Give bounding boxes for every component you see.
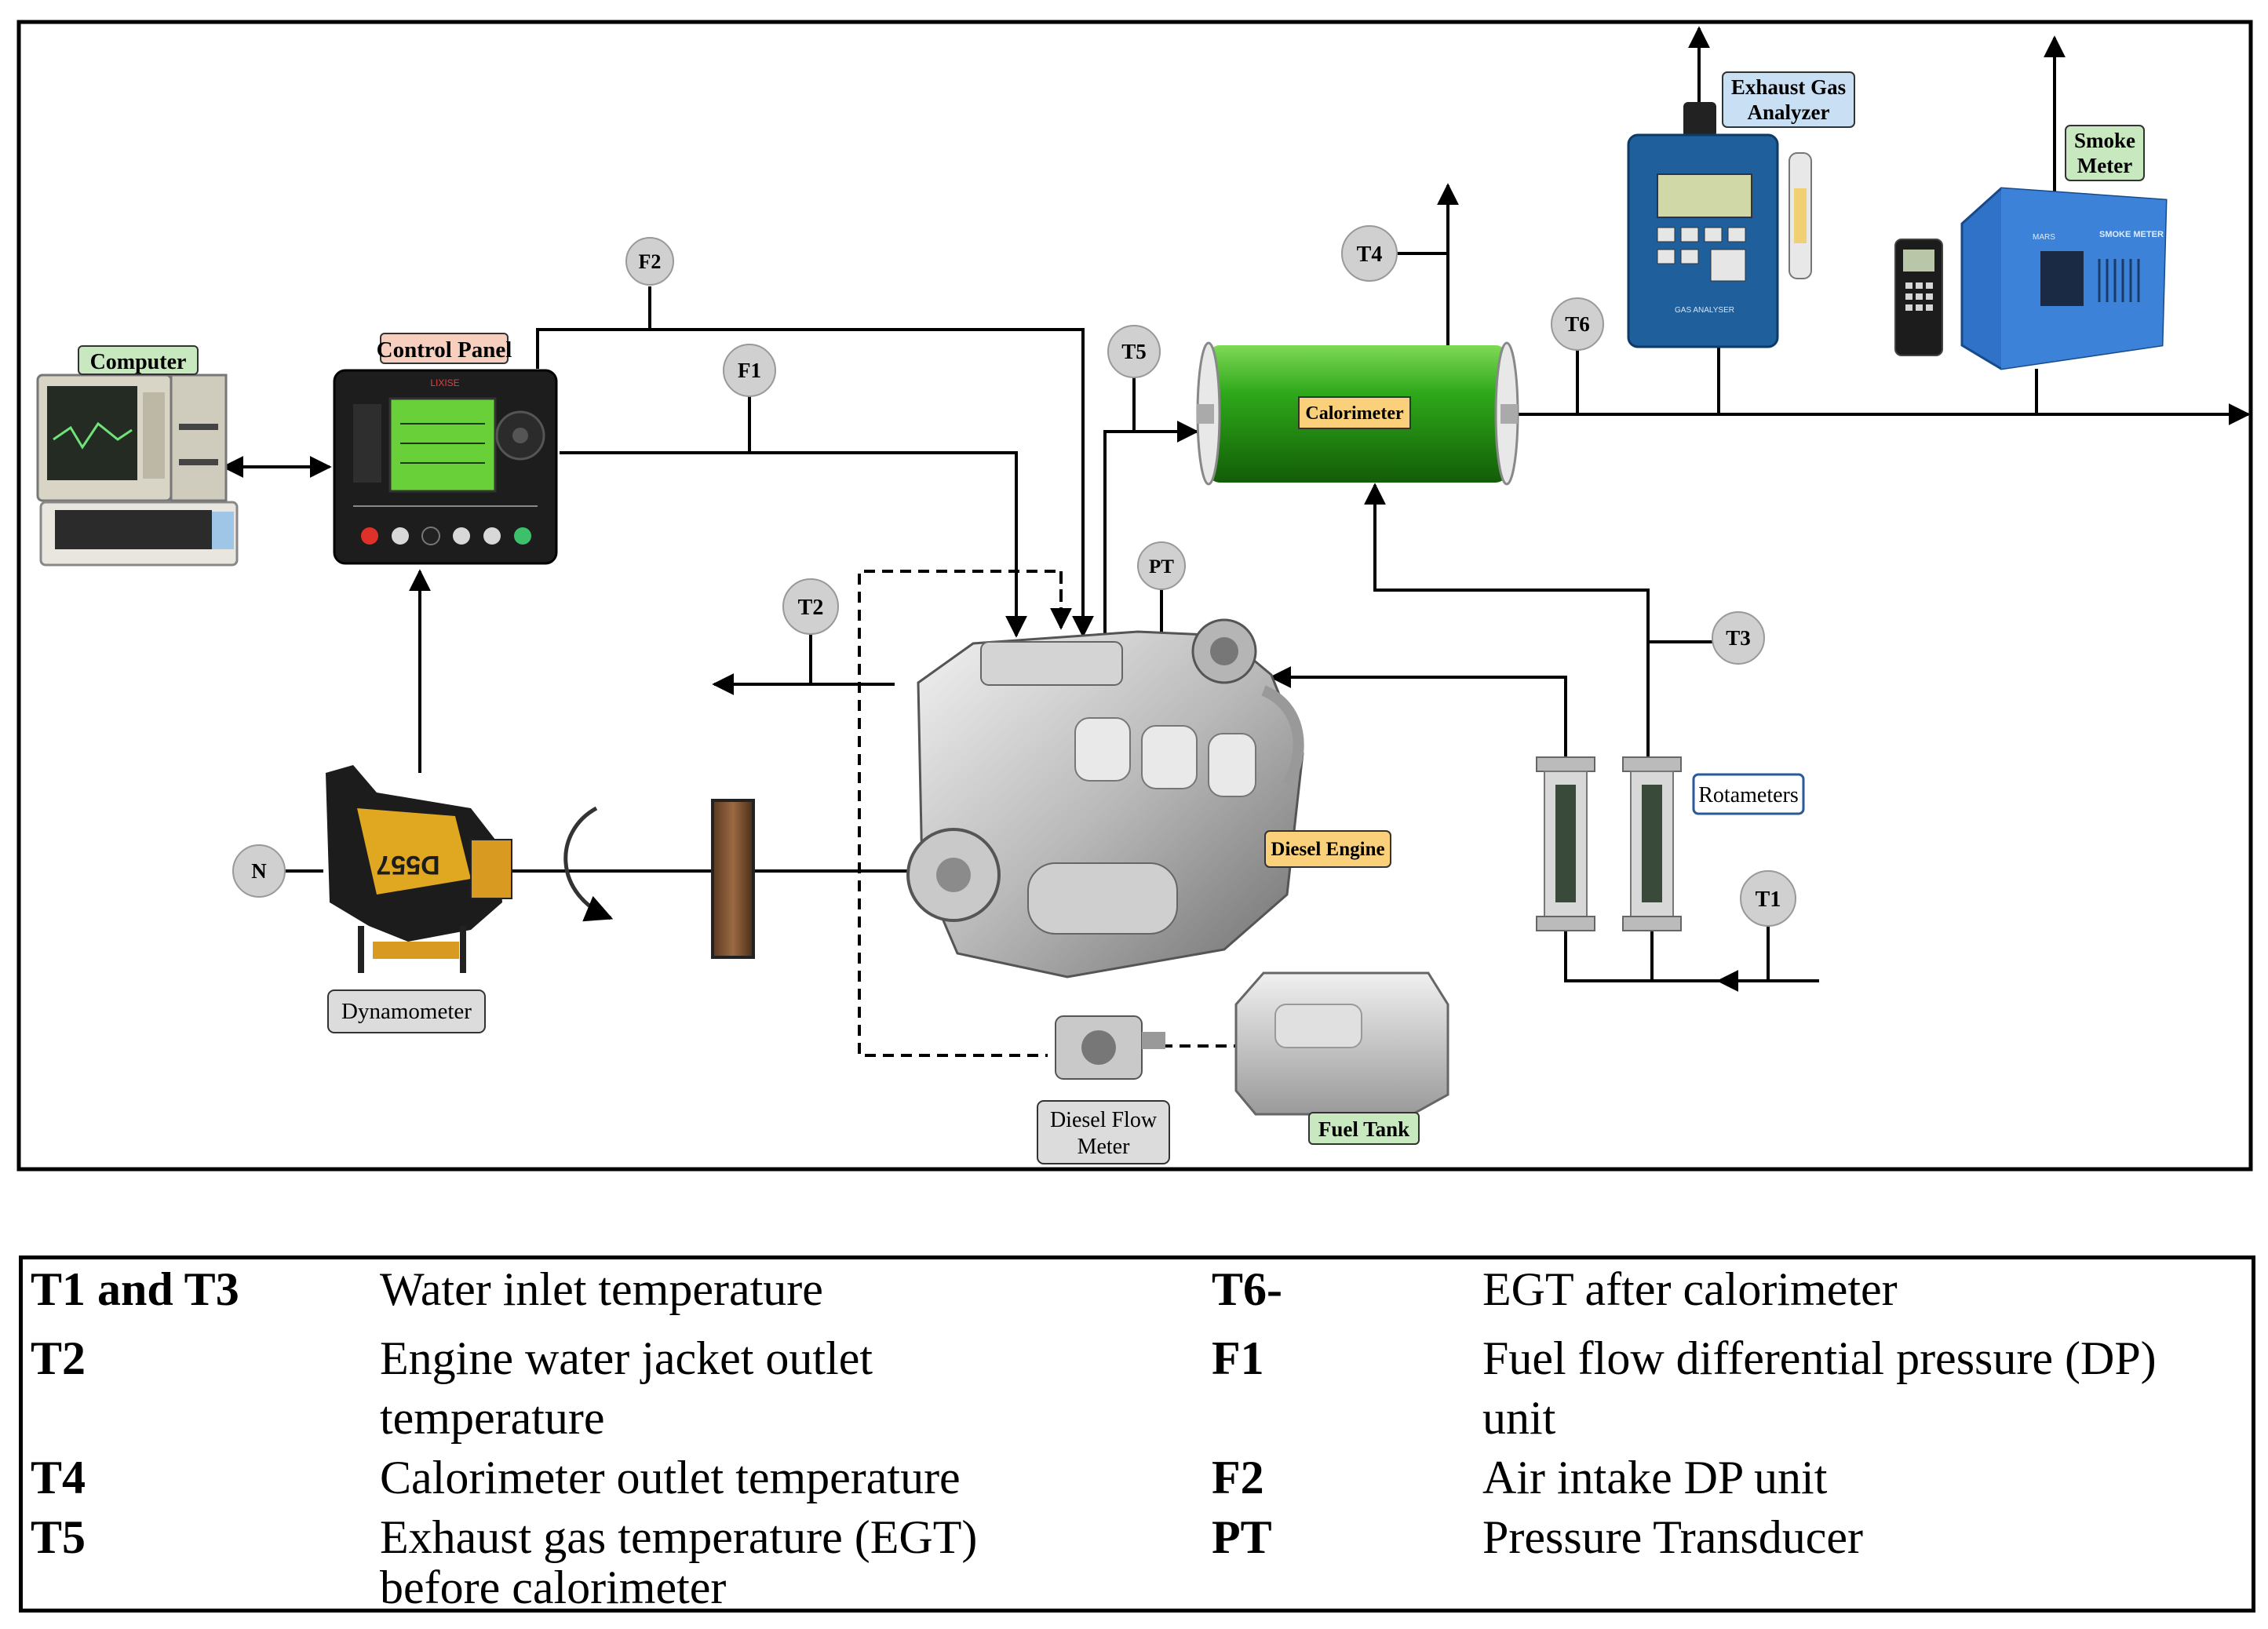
computer	[36, 374, 239, 567]
legend-desc-t2-line1: Engine water jacket outlet	[380, 1332, 873, 1384]
legend-key-t4: T4	[31, 1452, 86, 1503]
gas-analyser-text: GAS ANALYSER	[1675, 306, 1734, 315]
exhaust-gas-analyzer-label: Exhaust Gas Analyzer	[1722, 71, 1855, 128]
f2-line	[536, 328, 1094, 638]
smoke-meter-label-line2: Meter	[2077, 154, 2132, 177]
svg-text:T4: T4	[1357, 242, 1383, 267]
sensor-t3: T3	[1712, 611, 1765, 665]
svg-text:T3: T3	[1726, 626, 1751, 650]
legend-desc-t2-line2: temperature	[380, 1392, 605, 1444]
smoke-meter-title-text: SMOKE METER	[2099, 230, 2164, 239]
diesel-engine-label-text: Diesel Engine	[1271, 839, 1384, 860]
smoke-meter-label: Smoke Meter	[2065, 125, 2145, 181]
exhaust-gas-analyzer: GAS ANALYSER	[1627, 102, 1812, 348]
flow-meter-label-line1: Diesel Flow	[1050, 1108, 1158, 1132]
keyboard	[55, 510, 212, 549]
computer-label: Computer	[78, 345, 199, 375]
analyzer-label-line2: Analyzer	[1748, 100, 1830, 124]
sensor-n: N	[232, 844, 286, 898]
analyzer-label-line1: Exhaust Gas	[1731, 75, 1846, 99]
legend-desc-t6: EGT after calorimeter	[1482, 1263, 1898, 1315]
t3-line	[1364, 483, 1650, 761]
legend-desc-f1-line2: unit	[1482, 1392, 1556, 1444]
dynamometer: D557	[326, 765, 512, 973]
water-inlet-manifold	[1564, 930, 1819, 982]
sensor-t1: T1	[1740, 870, 1796, 927]
sensor-bubbles: F2 F1 T5 T4 T6 T2 PT T3 T1 N	[232, 225, 1796, 927]
water-to-engine-line	[1269, 666, 1567, 761]
rotameters-label-text: Rotameters	[1698, 783, 1799, 807]
svg-text:T1: T1	[1756, 887, 1781, 912]
legend-desc-t5-line2: before calorimeter	[380, 1562, 727, 1613]
sensor-t4: T4	[1341, 225, 1398, 282]
legend-key-pt: PT	[1212, 1511, 1272, 1563]
legend-desc-f2: Air intake DP unit	[1482, 1452, 1828, 1503]
legend-table: T1 and T3 Water inlet temperature T6- EG…	[19, 1255, 2255, 1613]
sensor-t5: T5	[1107, 325, 1161, 378]
smoke-meter-brand-text: MARS	[2033, 233, 2055, 242]
sensor-t6: T6	[1551, 297, 1604, 351]
svg-text:T5: T5	[1121, 340, 1147, 363]
fuel-tank-label: Fuel Tank	[1308, 1112, 1420, 1145]
control-panel-screen	[388, 397, 497, 493]
shaft-coupling	[711, 799, 755, 959]
control-panel-brand: LIXISE	[430, 377, 459, 388]
svg-text:F2: F2	[639, 250, 662, 273]
control-panel-label: Control Panel	[377, 333, 512, 364]
flow-meter-label-line2: Meter	[1077, 1135, 1131, 1159]
rotameters	[1536, 756, 1682, 931]
dynamometer-label-text: Dynamometer	[341, 999, 472, 1024]
legend-key-f2: F2	[1212, 1452, 1264, 1503]
experimental-setup-diagram: Computer LIXISE Control Panel D557	[16, 20, 2253, 1172]
sensor-f2: F2	[625, 237, 674, 286]
diesel-engine	[906, 618, 1304, 978]
legend-desc-t4: Calorimeter outlet temperature	[380, 1452, 961, 1503]
legend-key-t6: T6-	[1212, 1263, 1282, 1315]
sensor-t2: T2	[782, 578, 839, 635]
f1-line	[560, 451, 1027, 638]
rotameters-label: Rotameters	[1692, 773, 1805, 815]
svg-text:T2: T2	[798, 596, 824, 620]
rotameter-left	[1536, 756, 1595, 931]
sensor-f1: F1	[723, 344, 776, 397]
legend-desc-t5-line1: Exhaust gas temperature (EGT)	[380, 1511, 978, 1563]
legend-desc-pt: Pressure Transducer	[1482, 1511, 1863, 1563]
dynamometer-label: Dynamometer	[327, 989, 486, 1033]
fuel-feed-dashed	[858, 570, 1063, 1057]
legend-key-f1: F1	[1212, 1332, 1264, 1384]
rotation-arrow-icon	[563, 806, 614, 922]
smoke-meter-label-line1: Smoke	[2074, 129, 2135, 152]
svg-text:T6: T6	[1565, 312, 1590, 336]
analyzer-display	[1657, 173, 1752, 218]
calorimeter-label-text: Calorimeter	[1305, 403, 1404, 424]
cp-button-red	[361, 527, 378, 545]
diesel-flow-meter	[1055, 1015, 1165, 1080]
diesel-engine-label: Diesel Engine	[1264, 830, 1391, 868]
fuel-tank-label-text: Fuel Tank	[1318, 1117, 1409, 1141]
fuel-lines	[858, 570, 1236, 1057]
sensor-pt: PT	[1137, 541, 1186, 590]
legend-desc-f1-line1: Fuel flow differential pressure (DP)	[1482, 1332, 2157, 1384]
t5-line	[1103, 421, 1199, 636]
smoke-meter: MARS SMOKE METER	[1894, 187, 2168, 370]
legend-desc-t1-t3: Water inlet temperature	[380, 1263, 823, 1315]
svg-text:PT: PT	[1149, 556, 1174, 578]
rotameter-right	[1622, 756, 1682, 931]
cp-button-green	[514, 527, 531, 545]
calorimeter-label: Calorimeter	[1298, 396, 1411, 429]
legend-key-t1-t3: T1 and T3	[31, 1263, 239, 1315]
dynamometer-model-text: D557	[376, 850, 439, 880]
fuel-tank	[1234, 971, 1449, 1116]
computer-label-text: Computer	[90, 350, 187, 374]
legend-key-t2: T2	[31, 1332, 86, 1384]
control-panel-label-text: Control Panel	[377, 337, 512, 363]
diagram-frame	[16, 20, 2253, 1172]
legend-key-t5: T5	[31, 1511, 86, 1563]
svg-text:N: N	[251, 859, 267, 883]
diesel-flow-meter-label: Diesel Flow Meter	[1037, 1100, 1170, 1164]
svg-text:F1: F1	[738, 359, 761, 382]
control-panel: LIXISE	[333, 369, 558, 565]
